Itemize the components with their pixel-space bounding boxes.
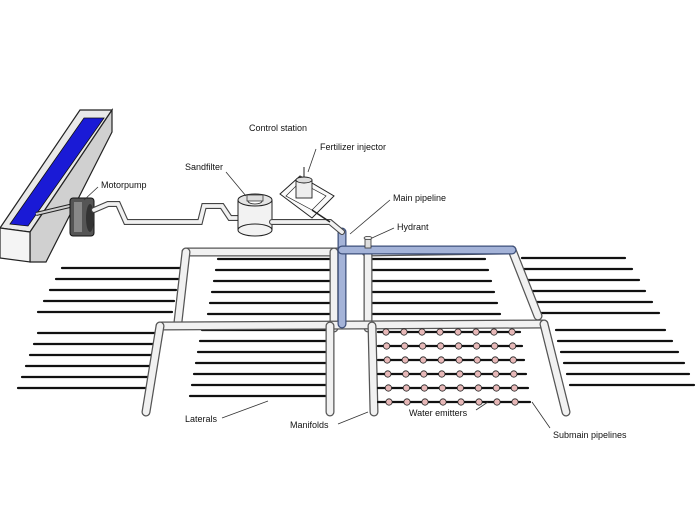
emitter-dot bbox=[472, 328, 480, 336]
emitter-dot bbox=[384, 384, 392, 392]
emitter-dot bbox=[400, 328, 408, 336]
emitter-dot bbox=[402, 370, 410, 378]
emitter-dot bbox=[474, 384, 482, 392]
emitter-dot bbox=[383, 356, 391, 364]
emitter-dot bbox=[457, 398, 465, 406]
emitter-dot bbox=[420, 384, 428, 392]
emitter-dot bbox=[472, 342, 481, 350]
emitter-dot bbox=[385, 398, 393, 406]
emitter-dot bbox=[420, 370, 428, 378]
emitter-dot bbox=[508, 342, 517, 350]
emitter-dot bbox=[403, 398, 411, 406]
emitter-dot bbox=[493, 398, 501, 406]
label-control-station: Control station bbox=[249, 123, 307, 133]
emitter-dot bbox=[474, 370, 482, 378]
laterals-group bbox=[16, 256, 696, 398]
main-pipeline bbox=[337, 227, 517, 329]
emitter-dot bbox=[490, 328, 498, 336]
emitter-dot bbox=[473, 356, 481, 364]
emitter-dot bbox=[510, 384, 519, 392]
label-laterals: Laterals bbox=[185, 414, 218, 424]
emitter-dot bbox=[418, 328, 426, 336]
hydrant bbox=[363, 236, 373, 249]
sandfilter bbox=[237, 193, 273, 237]
label-water-emitters: Water emitters bbox=[409, 408, 468, 418]
emitter-dot bbox=[491, 356, 499, 364]
label-fertilizer-injector: Fertilizer injector bbox=[320, 142, 386, 152]
emitter-dot bbox=[418, 342, 427, 350]
fertilizer-injector bbox=[279, 167, 335, 223]
emitter-dot bbox=[438, 370, 446, 378]
label-sandfilter: Sandfilter bbox=[185, 162, 223, 172]
emitter-dot bbox=[490, 342, 499, 350]
label-submain-pipelines: Submain pipelines bbox=[553, 430, 627, 440]
emitter-dot bbox=[456, 370, 464, 378]
emitter-dot bbox=[509, 356, 517, 364]
emitter-dot bbox=[401, 356, 409, 364]
emitter-dot bbox=[438, 384, 446, 392]
label-manifolds: Manifolds bbox=[290, 420, 329, 430]
emitter-dot bbox=[492, 384, 500, 392]
label-hydrant: Hydrant bbox=[397, 222, 429, 232]
emitter-dot bbox=[382, 328, 390, 336]
emitter-dot bbox=[454, 328, 462, 336]
labels: Control station Fertilizer injector Sand… bbox=[83, 123, 627, 440]
emitter-dot bbox=[455, 356, 463, 364]
emitter-dot bbox=[436, 328, 444, 336]
emitter-dot bbox=[510, 370, 518, 378]
label-main-pipeline: Main pipeline bbox=[393, 193, 446, 203]
emitter-dot bbox=[384, 370, 392, 378]
water-emitters-group bbox=[376, 328, 532, 406]
emitter-dot bbox=[456, 384, 464, 392]
emitter-dot bbox=[421, 398, 429, 406]
emitter-dot bbox=[400, 342, 409, 350]
emitter-dot bbox=[402, 384, 410, 392]
emitter-dot bbox=[439, 398, 447, 406]
emitter-dot bbox=[511, 398, 519, 406]
emitter-dot bbox=[475, 398, 483, 406]
emitter-dot bbox=[419, 356, 427, 364]
emitter-dot bbox=[382, 342, 391, 350]
emitter-dot bbox=[492, 370, 500, 378]
emitter-dot bbox=[508, 328, 516, 336]
motorpump bbox=[69, 197, 95, 237]
water-tank bbox=[0, 108, 114, 263]
emitter-dot bbox=[454, 342, 463, 350]
label-motorpump: Motorpump bbox=[101, 180, 147, 190]
emitter-dot bbox=[436, 342, 445, 350]
delivery-pipe bbox=[91, 201, 245, 225]
filter-outlet-pipe bbox=[269, 219, 345, 235]
emitter-dot bbox=[437, 356, 445, 364]
